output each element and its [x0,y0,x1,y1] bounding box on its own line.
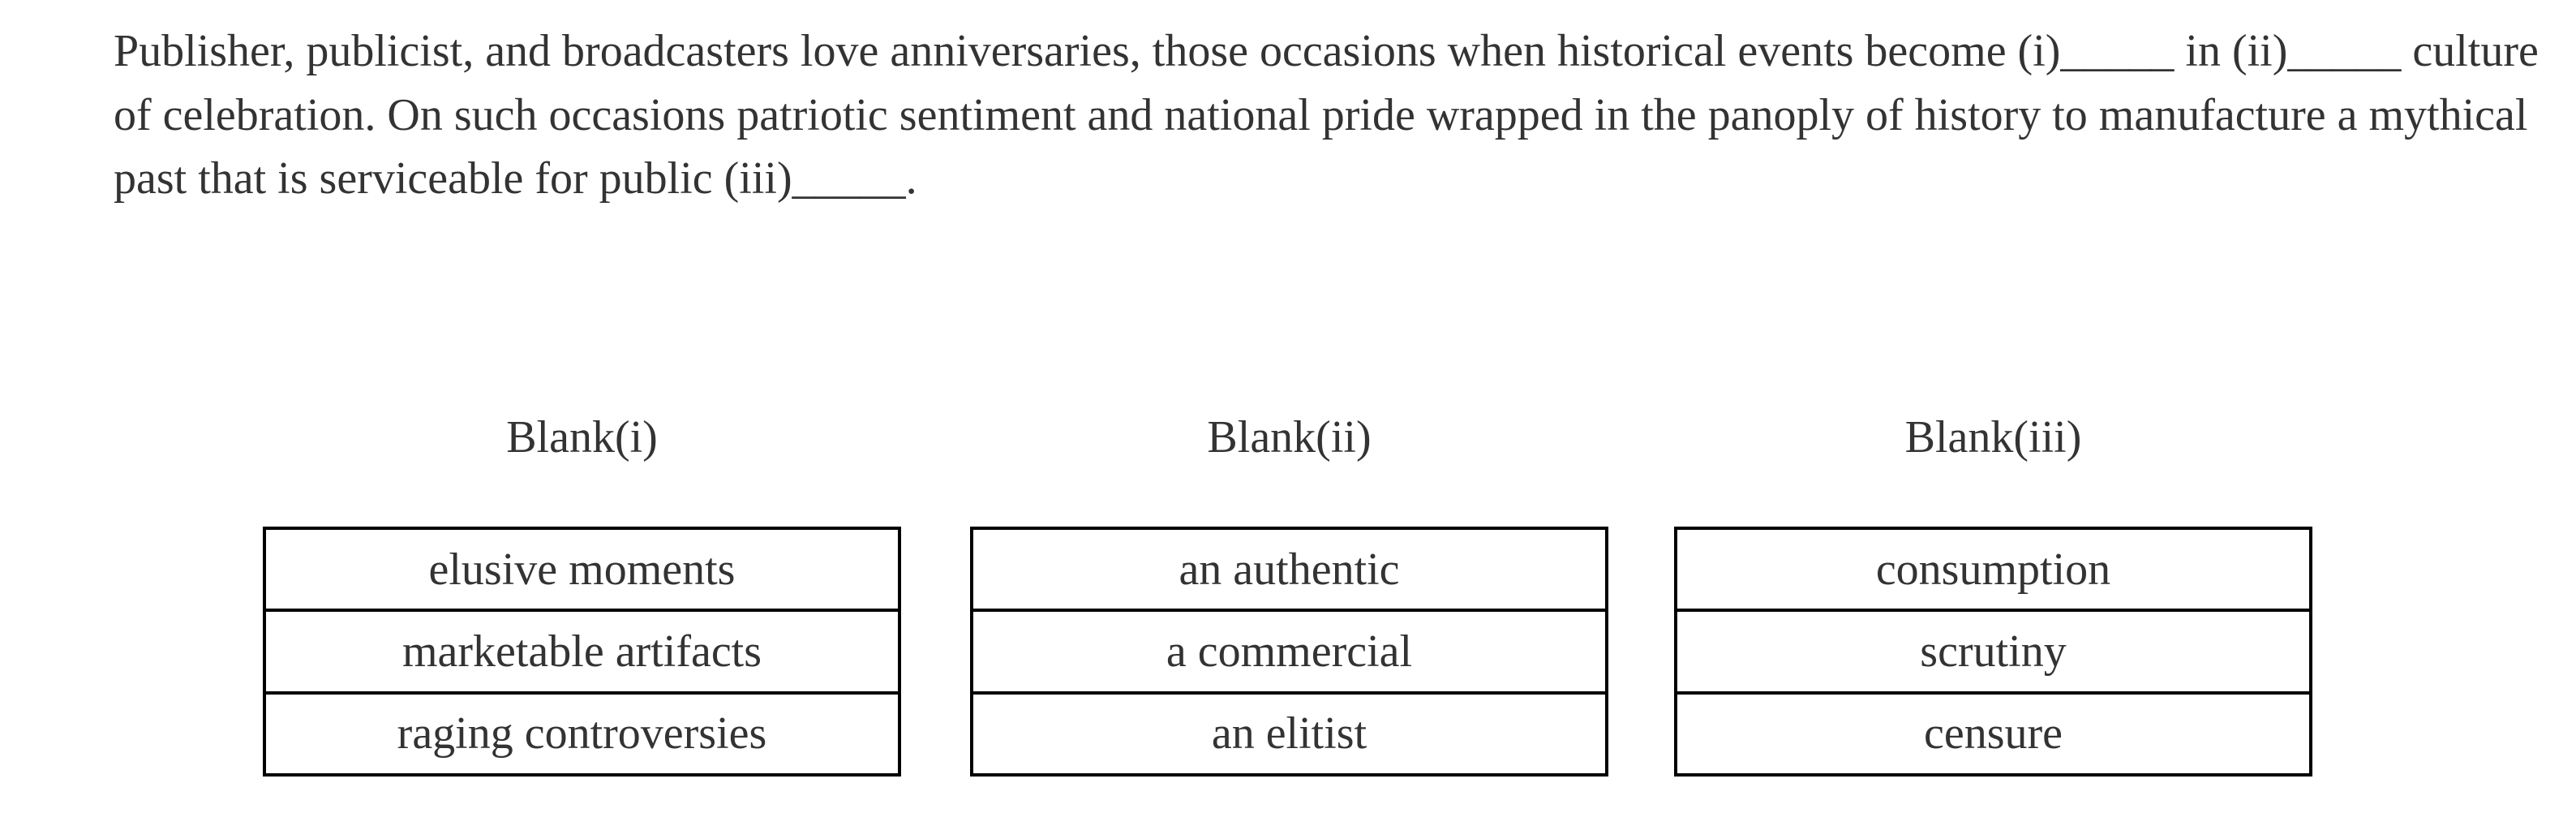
option-cell[interactable]: consumption [1875,544,2111,595]
option-cell[interactable]: scrutiny [1677,609,2309,690]
blank-iii-header: Blank(iii) [1904,412,2082,462]
question-passage: Publisher, publicist, and broadcasters l… [114,19,2539,211]
option-cell[interactable]: censure [1677,690,2309,773]
passage-line-3: past that is serviceable for public (iii… [114,153,917,204]
option-cell[interactable]: marketable artifacts [266,609,898,690]
blank-iii-options-table: consumption scrutiny censure [1674,527,2312,777]
blank-ii-options-table: an authentic a commercial an elitist [970,527,1608,777]
passage-line-1: Publisher, publicist, and broadcasters l… [114,26,2539,76]
blank-i-header: Blank(i) [506,412,658,462]
option-cell[interactable]: an elitist [973,690,1605,773]
option-cell[interactable]: a commercial [973,609,1605,690]
blank-ii-header: Blank(ii) [1207,412,1372,462]
option-cell[interactable]: an authentic [1179,544,1400,595]
passage-line-2: of celebration. On such occasions patrio… [114,89,2528,140]
option-cell[interactable]: elusive moments [428,544,736,595]
blank-i-options-table: elusive moments marketable artifacts rag… [263,527,901,777]
option-cell[interactable]: raging controversies [266,690,898,773]
